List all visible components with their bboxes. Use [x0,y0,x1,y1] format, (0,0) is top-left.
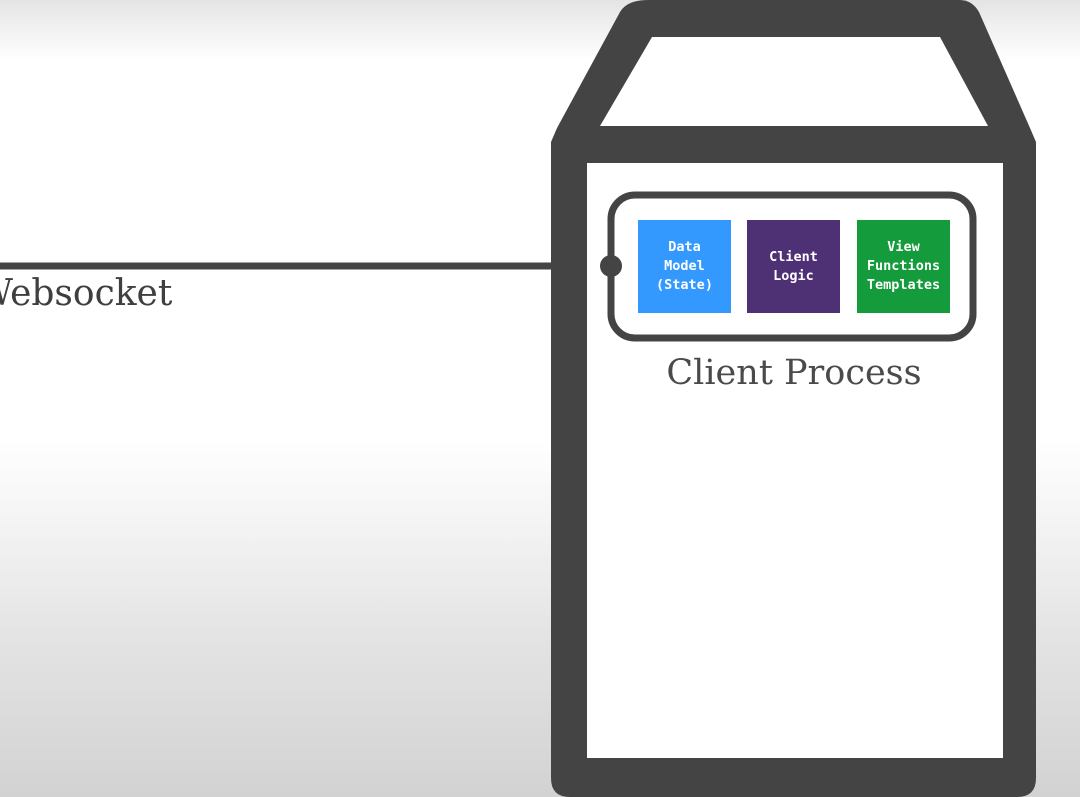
data-model-box: Data Model (State) [638,220,731,313]
client-logic-box: Client Logic [747,220,840,313]
view-functions-box: View Functions Templates [857,220,950,313]
websocket-port-dot [600,255,622,277]
client-process-label: Client Process [666,353,922,393]
client-machine-top-window [600,37,988,126]
websocket-label: Websocket [0,273,173,314]
